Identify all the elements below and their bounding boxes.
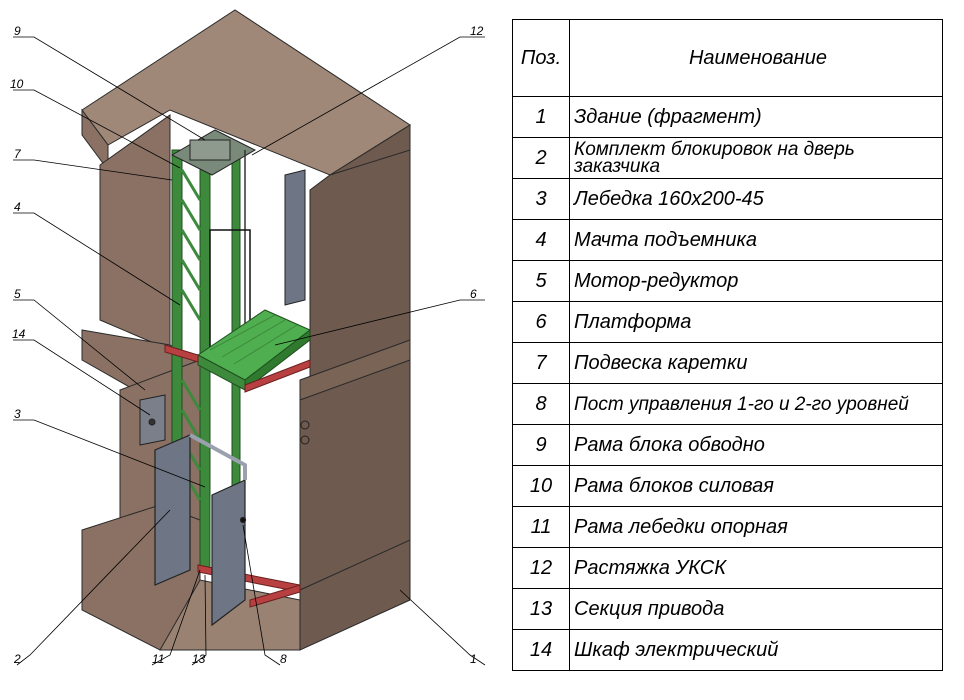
row-pos: 9 — [512, 424, 570, 466]
row-pos: 4 — [512, 219, 570, 261]
row-pos: 2 — [512, 137, 570, 179]
row-pos: 5 — [512, 260, 570, 302]
row-pos: 14 — [512, 629, 570, 671]
callout-11: 11 — [152, 652, 164, 666]
callout-9: 9 — [14, 24, 21, 38]
callout-10: 10 — [10, 77, 24, 91]
row-name: Рама блока обводно — [569, 424, 943, 466]
row-name: Лебедка 160х200-45 — [569, 178, 943, 220]
leader-lines — [13, 36, 486, 666]
row-pos: 12 — [512, 547, 570, 589]
callout-4: 4 — [14, 200, 21, 214]
row-pos: 3 — [512, 178, 570, 220]
row-pos: 1 — [512, 96, 570, 138]
top-pulley-frames — [170, 129, 257, 330]
row-name: Шкаф электрический — [569, 629, 943, 671]
callout-12: 12 — [470, 24, 484, 38]
lower-landing-doors — [154, 433, 247, 627]
row-name: Комплект блокировок на дверь заказчика — [569, 137, 943, 179]
row-name: Рама блоков силовая — [569, 465, 943, 507]
row-pos: 10 — [512, 465, 570, 507]
callout-8: 8 — [280, 652, 287, 666]
callout-5: 5 — [14, 287, 21, 301]
row-name: Секция привода — [569, 588, 943, 630]
callout-2: 2 — [13, 652, 21, 666]
row-name: Платформа — [569, 301, 943, 343]
header-name: Наименование — [569, 19, 943, 97]
row-pos: 7 — [512, 342, 570, 384]
callout-1: 1 — [470, 652, 477, 666]
row-name: Пост управления 1-го и 2-го уровней — [569, 383, 943, 425]
header-pos: Поз. — [512, 19, 570, 97]
callout-labels: 9 12 10 7 4 6 5 14 3 2 11 13 8 1 — [10, 24, 484, 666]
wall-switches — [300, 420, 310, 445]
platform — [197, 309, 311, 392]
callout-14: 14 — [12, 327, 26, 341]
row-name: Мотор-редуктор — [569, 260, 943, 302]
row-pos: 8 — [512, 383, 570, 425]
callout-7: 7 — [14, 147, 22, 161]
lift-assembly-drawing: 9 12 10 7 4 6 5 14 3 2 11 13 8 1 — [10, 9, 486, 666]
row-name: Мачта подъемника — [569, 219, 943, 261]
electrical-cabinet — [139, 394, 166, 446]
table-header-row: Поз. Наименование — [512, 19, 943, 97]
row-pos: 13 — [512, 588, 570, 630]
callout-13: 13 — [192, 652, 206, 666]
row-pos: 6 — [512, 301, 570, 343]
callout-6: 6 — [470, 287, 477, 301]
row-name: Рама лебедки опорная — [569, 506, 943, 548]
row-pos: 11 — [512, 506, 570, 548]
callout-3: 3 — [14, 407, 21, 421]
row-name: Здание (фрагмент) — [569, 96, 943, 138]
row-name: Растяжка УКСК — [569, 547, 943, 589]
row-name: Подвеска каретки — [569, 342, 943, 384]
